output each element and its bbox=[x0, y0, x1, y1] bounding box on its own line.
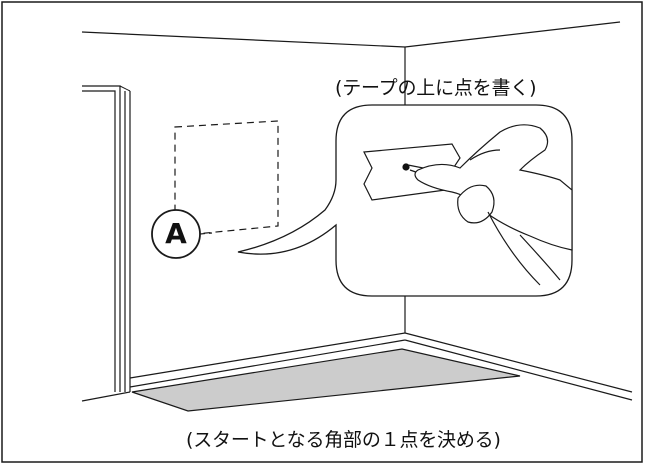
ceiling-line-left bbox=[81, 31, 406, 48]
floor-edges bbox=[81, 332, 633, 402]
floor-mat bbox=[131, 348, 521, 412]
dashed-area bbox=[174, 120, 279, 237]
hand-icon bbox=[414, 124, 573, 286]
caption-choose-start-corner: (スタートとなる角部の１点を決める) bbox=[186, 429, 501, 451]
ceiling-line-right bbox=[404, 21, 621, 48]
caption-draw-dot-on-tape: (テープの上に点を書く) bbox=[335, 77, 537, 99]
marker-a-label: A bbox=[165, 217, 187, 250]
tape-dot bbox=[402, 163, 410, 171]
marker-dash bbox=[199, 232, 213, 235]
door-frame bbox=[82, 85, 131, 392]
